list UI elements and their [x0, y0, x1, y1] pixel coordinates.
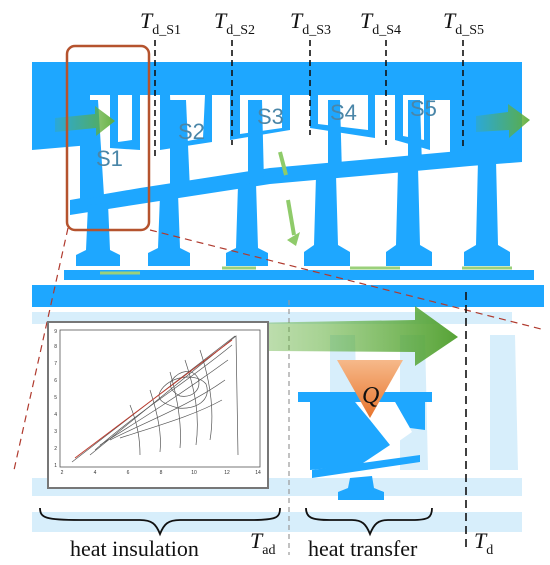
- cavity-flow-arrows: [100, 266, 512, 275]
- stage-label-s5: S5: [410, 96, 437, 121]
- inset-chart: 1 2 3 4 5 6 7 8 9 2 4 6 8 10 12 14: [47, 321, 269, 489]
- heat-insulation-brace: [39, 507, 281, 537]
- blade-gap: [360, 402, 412, 446]
- heat-insulation-label: heat insulation: [70, 536, 199, 561]
- rotor-disks: [76, 160, 510, 266]
- svg-text:7: 7: [54, 361, 57, 367]
- t-ad-label: Tad: [250, 528, 275, 558]
- svg-text:6: 6: [127, 470, 130, 476]
- stage-label-s1: S1: [96, 146, 123, 171]
- svg-text:4: 4: [54, 412, 57, 418]
- inset-y-ticks: 1 2 3 4 5 6 7 8 9: [54, 329, 57, 469]
- heat-flow-arrow: [120, 306, 458, 366]
- svg-text:8: 8: [160, 470, 163, 476]
- hub-drum: [70, 148, 522, 215]
- svg-text:12: 12: [224, 470, 230, 476]
- svg-text:2: 2: [54, 446, 57, 452]
- station-label-s5: Td_S5: [443, 8, 484, 38]
- station-lines: [154, 40, 464, 160]
- heat-transfer-label: heat transfer: [308, 536, 418, 561]
- zoom-lines: [13, 227, 546, 471]
- station-label-s2: Td_S2: [214, 8, 255, 38]
- shaft: [32, 285, 544, 307]
- inset-plot-area: [59, 329, 261, 468]
- inlet-flow-arrow: [55, 106, 115, 136]
- svg-text:9: 9: [54, 329, 57, 335]
- down-flow-arrow: [278, 151, 296, 236]
- down-flow-arrow-head: [287, 232, 300, 246]
- station-labels: Td_S1 Td_S2 Td_S3 Td_S4 Td_S5: [140, 8, 484, 38]
- inset-x-ticks: 2 4 6 8 10 12 14: [61, 470, 261, 476]
- drum-band: [64, 270, 534, 280]
- t-d-label: Td: [474, 528, 493, 558]
- vane-cavity: [118, 95, 424, 144]
- heat-q-symbol: Q: [362, 383, 379, 409]
- station-label-s1: Td_S1: [140, 8, 181, 38]
- outer-casing: [32, 62, 522, 82]
- outlet-flow-arrow: [476, 104, 530, 138]
- heat-q-arrow: [337, 360, 403, 418]
- inset-frame: [47, 321, 269, 489]
- heat-transfer-brace: [305, 507, 433, 537]
- inset-line-red: [74, 339, 233, 459]
- svg-text:2: 2: [61, 470, 64, 476]
- stage-label-s2: S2: [178, 119, 205, 144]
- svg-text:10: 10: [191, 470, 197, 476]
- heat-transfer-blade: [298, 392, 432, 500]
- stage-label-s3: S3: [257, 104, 284, 129]
- station-label-s3: Td_S3: [290, 8, 331, 38]
- stage-labels: S1 S2 S3 S4 S5: [96, 96, 437, 171]
- svg-text:6: 6: [54, 378, 57, 384]
- svg-text:4: 4: [94, 470, 97, 476]
- stage-label-s4: S4: [330, 100, 357, 125]
- svg-text:8: 8: [54, 344, 57, 350]
- s1-highlight-box: [65, 44, 151, 232]
- station-label-s4: Td_S4: [360, 8, 401, 38]
- svg-text:5: 5: [54, 395, 57, 401]
- svg-text:14: 14: [255, 470, 261, 476]
- svg-text:3: 3: [54, 429, 57, 435]
- svg-text:1: 1: [54, 463, 57, 469]
